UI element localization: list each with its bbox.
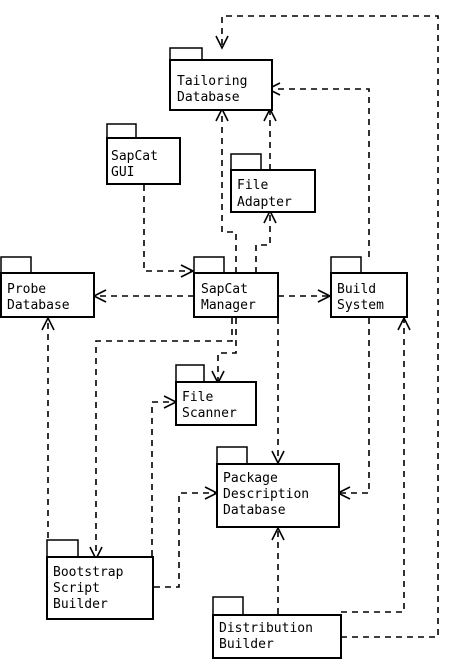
dependency-manager-to-package-desc-db — [271, 318, 285, 465]
package-label-line: Manager — [201, 298, 256, 313]
dependency-file-adapter-to-tailoring-db — [263, 107, 277, 170]
package-sapcat-manager: SapCat Manager — [193, 256, 279, 318]
package-label-line: File — [237, 178, 268, 193]
package-label-line: GUI — [111, 165, 134, 180]
package-label-line: Script — [53, 581, 100, 596]
package-bootstrap-script-builder: Bootstrap Script Builder — [46, 539, 154, 620]
dependency-distribution-to-tailoring-db — [215, 15, 439, 638]
package-label-line: Tailoring — [177, 74, 247, 89]
package-package-description-database: Package Description Database — [216, 446, 340, 528]
package-label-line: Bootstrap — [53, 565, 124, 580]
package-label-line: File — [182, 390, 213, 405]
package-label-line: System — [337, 298, 384, 313]
dependency-manager-to-bootstrap-builder — [89, 318, 233, 561]
package-distribution-builder: Distribution Builder — [212, 596, 342, 659]
dependency-distribution-to-build-system — [341, 316, 411, 613]
package-file-adapter: File Adapter — [230, 153, 316, 213]
package-label-line: Database — [223, 503, 286, 518]
dependency-bootstrap-to-probe-db — [41, 316, 55, 538]
dependency-manager-to-build-system — [278, 289, 332, 303]
dependency-manager-to-probe-db — [92, 289, 194, 303]
package-label-line: Build — [337, 282, 376, 297]
package-label-line: Package — [223, 471, 278, 486]
package-file-scanner: File Scanner — [175, 364, 257, 426]
dependency-build-system-to-package-desc-db — [336, 318, 370, 500]
package-probe-database: Probe Database — [0, 256, 95, 318]
package-label-line: Builder — [219, 637, 274, 652]
dependency-manager-to-file-scanner — [211, 318, 237, 385]
dependency-bootstrap-to-file-scanner — [151, 395, 178, 556]
package-label-line: Description — [223, 487, 309, 502]
package-label-line: Scanner — [182, 406, 237, 421]
package-label-line: Builder — [53, 597, 108, 612]
package-tailoring-database: Tailoring Database — [169, 47, 273, 111]
package-label-line: Probe — [7, 282, 46, 297]
package-label-line: Database — [7, 298, 70, 313]
package-sapcat-gui: SapCat GUI — [106, 123, 181, 185]
package-build-system: Build System — [330, 256, 408, 318]
dependency-manager-to-file-adapter — [255, 209, 277, 273]
package-label-line: Database — [177, 90, 240, 105]
dependency-distribution-to-package-desc-db — [271, 526, 285, 614]
package-label-line: SapCat — [111, 149, 158, 164]
package-label-line: Distribution — [219, 621, 313, 636]
dependency-bootstrap-to-package-desc-db — [154, 486, 219, 588]
package-label-line: Adapter — [237, 195, 292, 210]
package-label-line: SapCat — [201, 282, 248, 297]
dependency-gui-to-manager — [143, 185, 195, 278]
